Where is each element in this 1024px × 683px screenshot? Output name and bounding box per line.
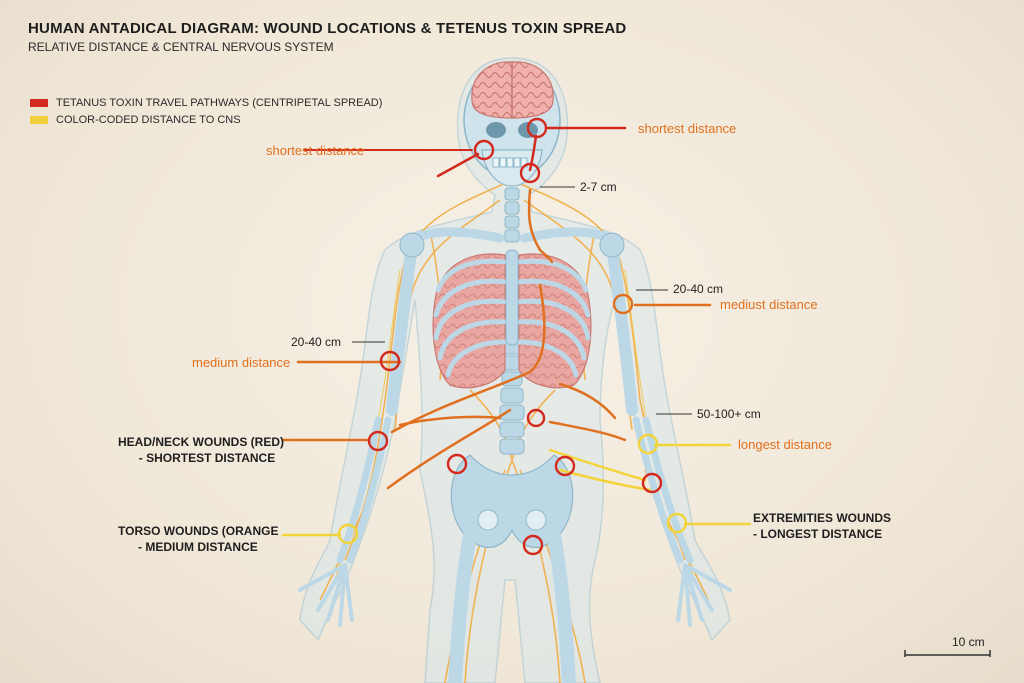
brain bbox=[472, 62, 553, 118]
label-longest: longest distance bbox=[738, 437, 832, 452]
label-shortest-left: shortest distance bbox=[266, 143, 364, 158]
label-mediust: mediust distance bbox=[720, 297, 818, 312]
scale-bar-label: 10 cm bbox=[952, 635, 985, 649]
category-extremities-line2: - LONGEST DISTANCE bbox=[753, 526, 891, 542]
category-torso-line2: - MEDIUM DISTANCE bbox=[118, 539, 278, 555]
label-medium: medium distance bbox=[192, 355, 290, 370]
measurement-upper-arm-left: 20-40 cm bbox=[291, 335, 341, 349]
category-torso-line1: TORSO WOUNDS (ORANGE bbox=[118, 523, 278, 539]
category-head-neck-line1: HEAD/NECK WOUNDS (RED) bbox=[118, 434, 284, 450]
measurement-forearm: 50-100+ cm bbox=[697, 407, 761, 421]
category-torso: TORSO WOUNDS (ORANGE - MEDIUM DISTANCE bbox=[118, 523, 278, 555]
category-extremities-line1: EXTREMITIES WOUNDS bbox=[753, 510, 891, 526]
category-extremities: EXTREMITIES WOUNDS - LONGEST DISTANCE bbox=[753, 510, 891, 542]
category-head-neck-line2: - SHORTEST DISTANCE bbox=[118, 450, 284, 466]
scale-bar bbox=[905, 650, 990, 657]
sternum bbox=[506, 250, 518, 345]
measurement-upper-arm-right: 20-40 cm bbox=[673, 282, 723, 296]
label-shortest-right: shortest distance bbox=[638, 121, 736, 136]
measurement-neck: 2-7 cm bbox=[580, 180, 617, 194]
category-head-neck: HEAD/NECK WOUNDS (RED) - SHORTEST DISTAN… bbox=[118, 434, 284, 466]
